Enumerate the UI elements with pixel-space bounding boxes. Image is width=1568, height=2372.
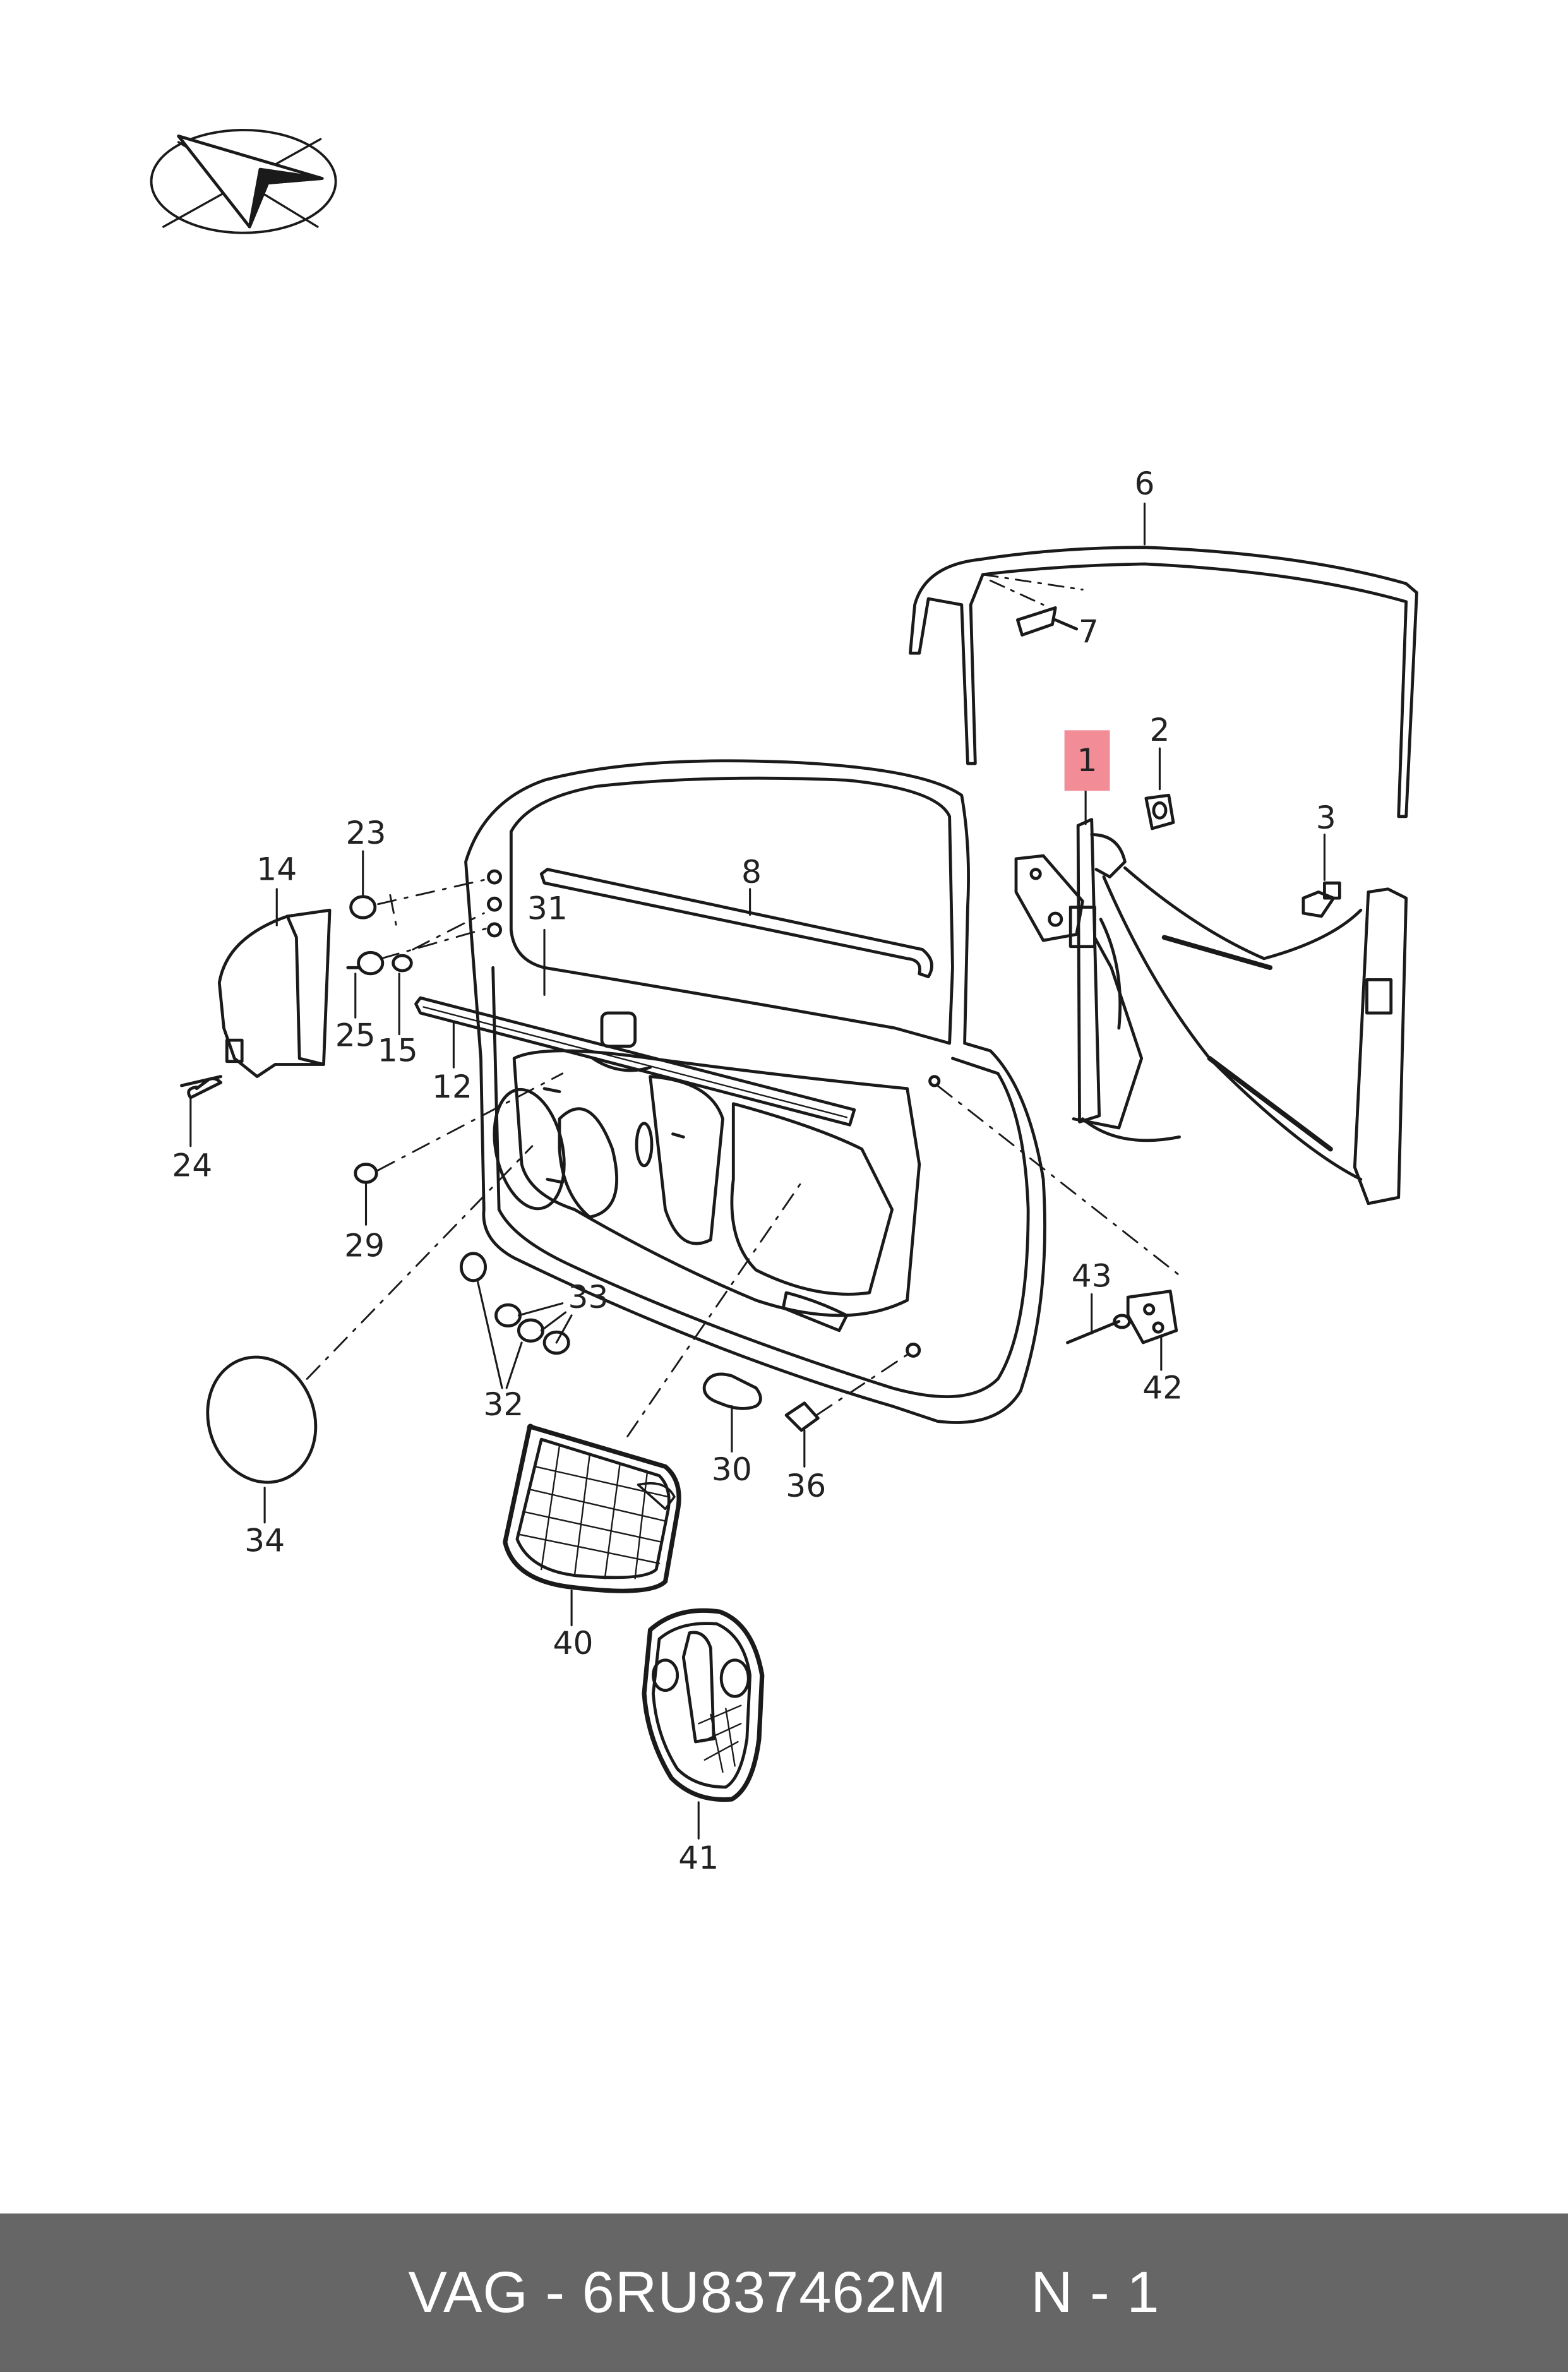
callout-label-32: 32	[483, 1386, 524, 1423]
part-number-footer: VAG - 6RU837462M N - 1	[0, 2213, 1568, 2372]
parts-diagram: 1 2 3 6 7 8 12 14 15 23 24 25 29 30 31 3…	[150, 128, 1418, 1876]
brand-emblem-icon	[150, 128, 337, 234]
inner-trim-panel-part-41	[642, 1608, 765, 1802]
callout-label-1: 1	[1077, 741, 1098, 779]
callout-label-43: 43	[1072, 1257, 1112, 1294]
callout-label-40: 40	[553, 1624, 594, 1662]
mirror-trim-part-14	[180, 908, 332, 1091]
part-number-text: VAG - 6RU837462M N - 1	[408, 2260, 1160, 2325]
callout-leaders	[189, 502, 1326, 1840]
callout-label-41: 41	[678, 1839, 719, 1876]
window-regulator-part-1	[1014, 818, 1408, 1206]
door-shell	[464, 759, 1046, 1424]
callout-label-42: 42	[1142, 1369, 1183, 1406]
assembly-lines	[306, 878, 1183, 1437]
callout-label-24: 24	[172, 1147, 212, 1184]
callout-label-2: 2	[1149, 711, 1170, 748]
callout-label-12: 12	[432, 1068, 472, 1105]
inner-window-strip-part-12	[414, 996, 856, 1127]
callout-label-7: 7	[1079, 613, 1099, 650]
callout-label-34: 34	[244, 1521, 285, 1559]
callout-label-6: 6	[1135, 465, 1155, 502]
window-frame-seal-part-6	[909, 546, 1418, 818]
callout-label-33: 33	[568, 1278, 608, 1315]
fasteners	[187, 793, 1341, 1432]
callout-label-29: 29	[344, 1227, 385, 1264]
callout-label-30: 30	[712, 1451, 752, 1488]
callout-label-15: 15	[378, 1032, 418, 1069]
callout-1-highlight	[1064, 730, 1110, 791]
callout-label-36: 36	[786, 1467, 826, 1504]
callout-labels: 1 2 3 6 7 8 12 14 15 23 24 25 29 30 31 3…	[172, 465, 1336, 1876]
callout-label-14: 14	[256, 850, 297, 887]
callout-label-25: 25	[335, 1017, 376, 1054]
callout-label-23: 23	[346, 814, 386, 851]
mesh-panel-part-40	[503, 1423, 681, 1593]
cover-disc-part-34	[206, 1355, 318, 1484]
callout-label-8: 8	[741, 853, 762, 890]
outer-window-strip-part-8	[539, 868, 933, 978]
callout-label-31: 31	[527, 890, 568, 927]
callout-label-3: 3	[1316, 799, 1336, 836]
